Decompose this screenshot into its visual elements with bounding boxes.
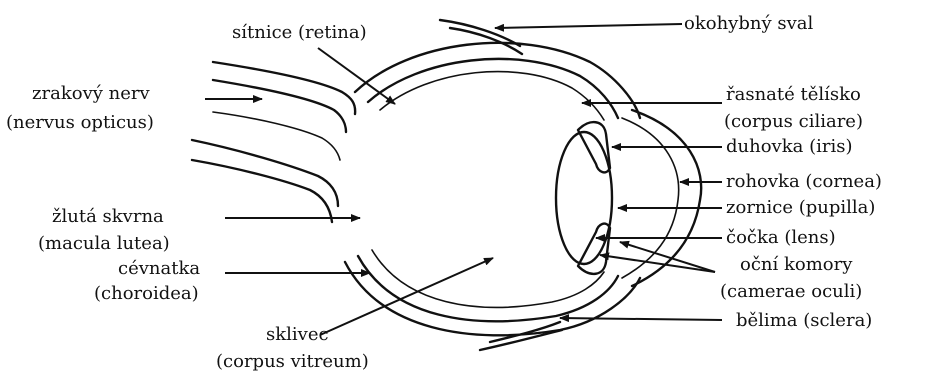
label-choroid-line2: (choroidea) [94,283,199,304]
label-pupil: zornice (pupilla) [726,197,875,218]
labels: sítnice (retina) okohybný sval zrakový n… [6,13,882,372]
label-macula-line2: (macula lutea) [38,233,170,254]
eye-structure [192,20,701,350]
label-cornea: rohovka (cornea) [726,171,882,192]
label-ciliary-body-line2: (corpus ciliare) [724,111,863,132]
label-eye-muscle: okohybný sval [684,13,813,34]
optic-nerve-upper-3 [213,112,340,160]
label-sclera: bělima (sclera) [736,310,872,331]
retina-outline [380,72,604,120]
label-iris: duhovka (iris) [726,136,852,157]
choroid-outline [368,59,618,118]
label-retina: sítnice (retina) [232,22,367,43]
retina-outline-lower [372,250,604,307]
leader-eye-muscle [495,24,682,28]
label-ciliary-body-line1: řasnaté tělísko [726,84,861,105]
label-optic-nerve-line2: (nervus opticus) [6,112,154,133]
leader-retina [318,48,395,104]
sclera-outline [355,43,640,118]
label-lens: čočka (lens) [726,227,836,248]
cornea-outline [632,110,701,286]
label-choroid-line1: cévnatka [118,258,200,279]
optic-nerve-lower-1 [192,140,338,206]
optic-nerve-lower-2 [192,160,332,222]
leader-lines [205,24,722,335]
optic-nerve-upper-1 [213,62,355,114]
label-vitreous-line2: (corpus vitreum) [216,351,369,372]
label-macula-line1: žlutá skvrna [52,206,164,227]
leader-sclera [560,318,722,320]
lens-shape [556,132,612,264]
label-vitreous-line1: sklivec [266,324,329,345]
label-chambers-line2: (camerae oculi) [720,281,862,302]
label-optic-nerve-line1: zrakový nerv [32,83,150,104]
ciliary-body-lower [578,224,610,274]
cornea-inner-outline [622,118,679,278]
label-chambers-line1: oční komory [740,254,853,275]
leader-vitreous [320,258,493,335]
ciliary-body-upper [578,122,610,172]
leader-chambers-1 [620,242,715,272]
